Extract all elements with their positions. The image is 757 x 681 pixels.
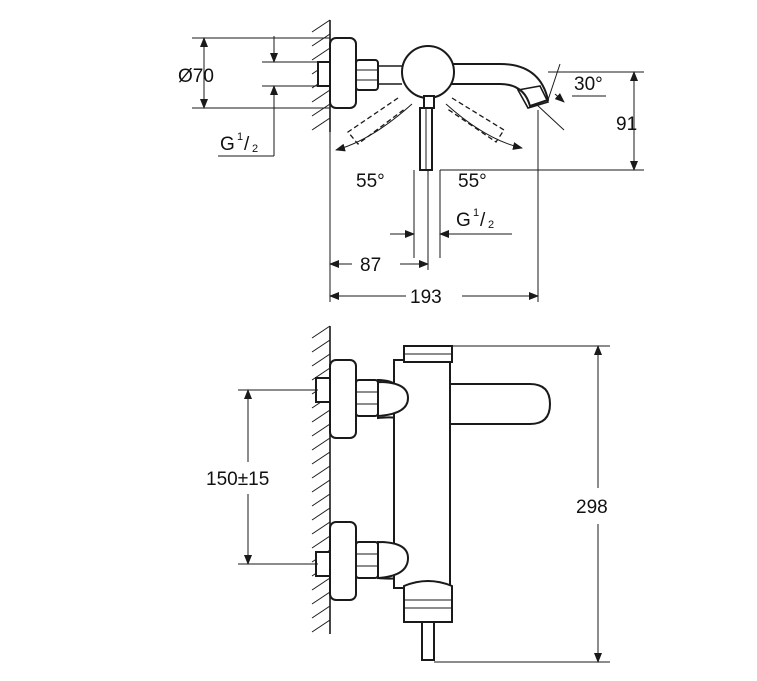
nut-upper xyxy=(355,379,379,417)
escutcheon-top xyxy=(329,37,357,109)
connection-sub: 2 xyxy=(252,143,258,155)
height-dim-91: 91 xyxy=(616,114,637,135)
spout-top xyxy=(439,63,550,108)
lower-joint xyxy=(377,540,410,580)
connection-bottom-sup: 1 xyxy=(473,207,479,219)
spout-angle-label: 30° xyxy=(574,74,603,95)
diameter-label: Ø70 xyxy=(178,66,214,87)
spacing-dim-150: 150±15 xyxy=(206,469,269,490)
front-view: 150±15 298 xyxy=(206,325,610,663)
total-depth-dim-193: 193 xyxy=(410,287,442,308)
escutcheon-upper xyxy=(329,359,357,439)
wall-front xyxy=(311,325,331,634)
lever-swing-left xyxy=(347,97,407,145)
angle-left-label: 55° xyxy=(356,171,385,192)
connection-label-left: G 1 / 2 xyxy=(220,131,258,155)
lever-swing-right xyxy=(445,97,505,143)
spout-tip-top xyxy=(516,85,550,109)
lever-front xyxy=(449,383,552,425)
nut-top xyxy=(355,59,379,91)
connection-bottom-sub: 2 xyxy=(488,219,494,231)
svg-text:/: / xyxy=(244,134,250,155)
spout-outlet xyxy=(403,580,453,623)
depth-dim-87: 87 xyxy=(360,255,381,276)
angle-right-label: 55° xyxy=(458,171,487,192)
mixer-body-top xyxy=(401,45,455,99)
connection-g: G xyxy=(220,134,235,155)
svg-text:/: / xyxy=(480,210,486,231)
lever-stem-top xyxy=(423,95,435,109)
top-view: Ø70 G 1 / 2 55° 55° 30° 91 G 1 xyxy=(178,19,644,308)
upper-joint xyxy=(377,380,410,418)
connection-bottom-g: G xyxy=(456,210,471,231)
outlet-tip xyxy=(421,621,435,661)
escutcheon-lower xyxy=(329,521,357,601)
connection-label-bottom: G 1 / 2 xyxy=(456,207,494,231)
connection-sup: 1 xyxy=(237,131,243,143)
nut-lower xyxy=(355,541,379,579)
height-dim-298: 298 xyxy=(576,497,608,518)
